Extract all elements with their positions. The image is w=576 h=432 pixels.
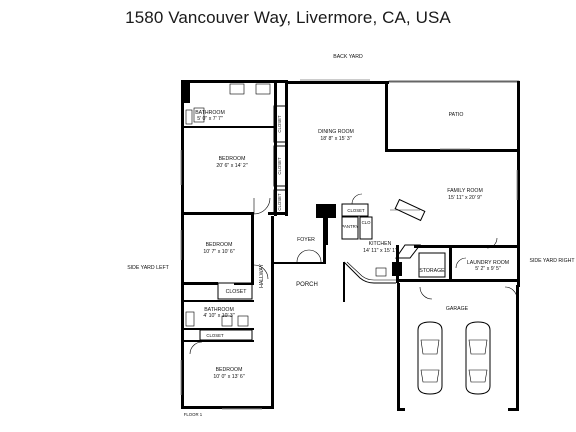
- bedroom2-dims: 10' 7" x 10' 6": [203, 249, 234, 255]
- kitchen-closet-label: CLOSET: [347, 208, 365, 213]
- bedroom3-name: BEDROOM: [216, 367, 243, 373]
- closet-label-3: CLOSET: [206, 333, 224, 338]
- laundry-dims: 5' 2" x 9' 5": [475, 266, 501, 272]
- closet-partitions: [185, 83, 446, 341]
- closet-label-4: CLOSET: [277, 115, 282, 133]
- bathroom1-dims: 5' 0" x 7' 7": [197, 116, 223, 122]
- closet-label-2: CLOSET: [226, 289, 248, 295]
- pantry-label: PANTRY: [341, 224, 358, 229]
- interior-walls: [184, 83, 520, 342]
- bathroom2-dims: 4' 10" x 10' 3": [203, 313, 234, 319]
- side-yard-right-label: SIDE YARD RIGHT: [529, 258, 575, 264]
- dining-dims: 18' 8" x 15' 3": [320, 136, 351, 142]
- kitchen-dims: 14' 11" x 15' 1": [363, 248, 397, 254]
- back-yard-label: BACK YARD: [333, 54, 363, 60]
- closet-label-6: CLOSET: [277, 193, 282, 211]
- storage-label: STORAGE: [419, 268, 445, 274]
- garage-cars: [417, 321, 491, 395]
- porch-label: PORCH: [296, 282, 318, 288]
- clo-label: CLO: [362, 220, 371, 225]
- bedroom1-dims: 20' 6" x 14' 2": [216, 163, 247, 169]
- bedroom1-name: BEDROOM: [219, 156, 246, 162]
- side-yard-left-label: SIDE YARD LEFT: [127, 265, 169, 271]
- family-name: FAMILY ROOM: [447, 188, 483, 194]
- garage-label: GARAGE: [446, 306, 469, 312]
- patio-label: PATIO: [449, 112, 464, 118]
- bedroom2-name: BEDROOM: [206, 242, 233, 248]
- hallway-label: HALLWAY: [259, 264, 265, 288]
- family-dims: 15' 11" x 20' 9": [448, 195, 482, 201]
- closet-label-5: CLOSET: [277, 157, 282, 175]
- doors: [189, 193, 518, 355]
- page-title: 1580 Vancouver Way, Livermore, CA, USA: [125, 8, 451, 27]
- exterior-walls: [181, 80, 520, 411]
- dining-name: DINING ROOM: [318, 129, 354, 135]
- bathroom1-name: BATHROOM: [195, 110, 225, 116]
- foyer-label: FOYER: [297, 237, 315, 243]
- bedroom3-dims: 10' 0" x 13' 6": [213, 374, 244, 380]
- floor-label: FLOOR 1: [184, 412, 203, 417]
- windows: [180, 79, 518, 410]
- kitchen-name: KITCHEN: [369, 241, 392, 247]
- kitchen-counter: [343, 198, 426, 284]
- bathroom2-name: BATHROOM: [204, 307, 234, 313]
- laundry-name: LAUNDRY ROOM: [467, 260, 509, 266]
